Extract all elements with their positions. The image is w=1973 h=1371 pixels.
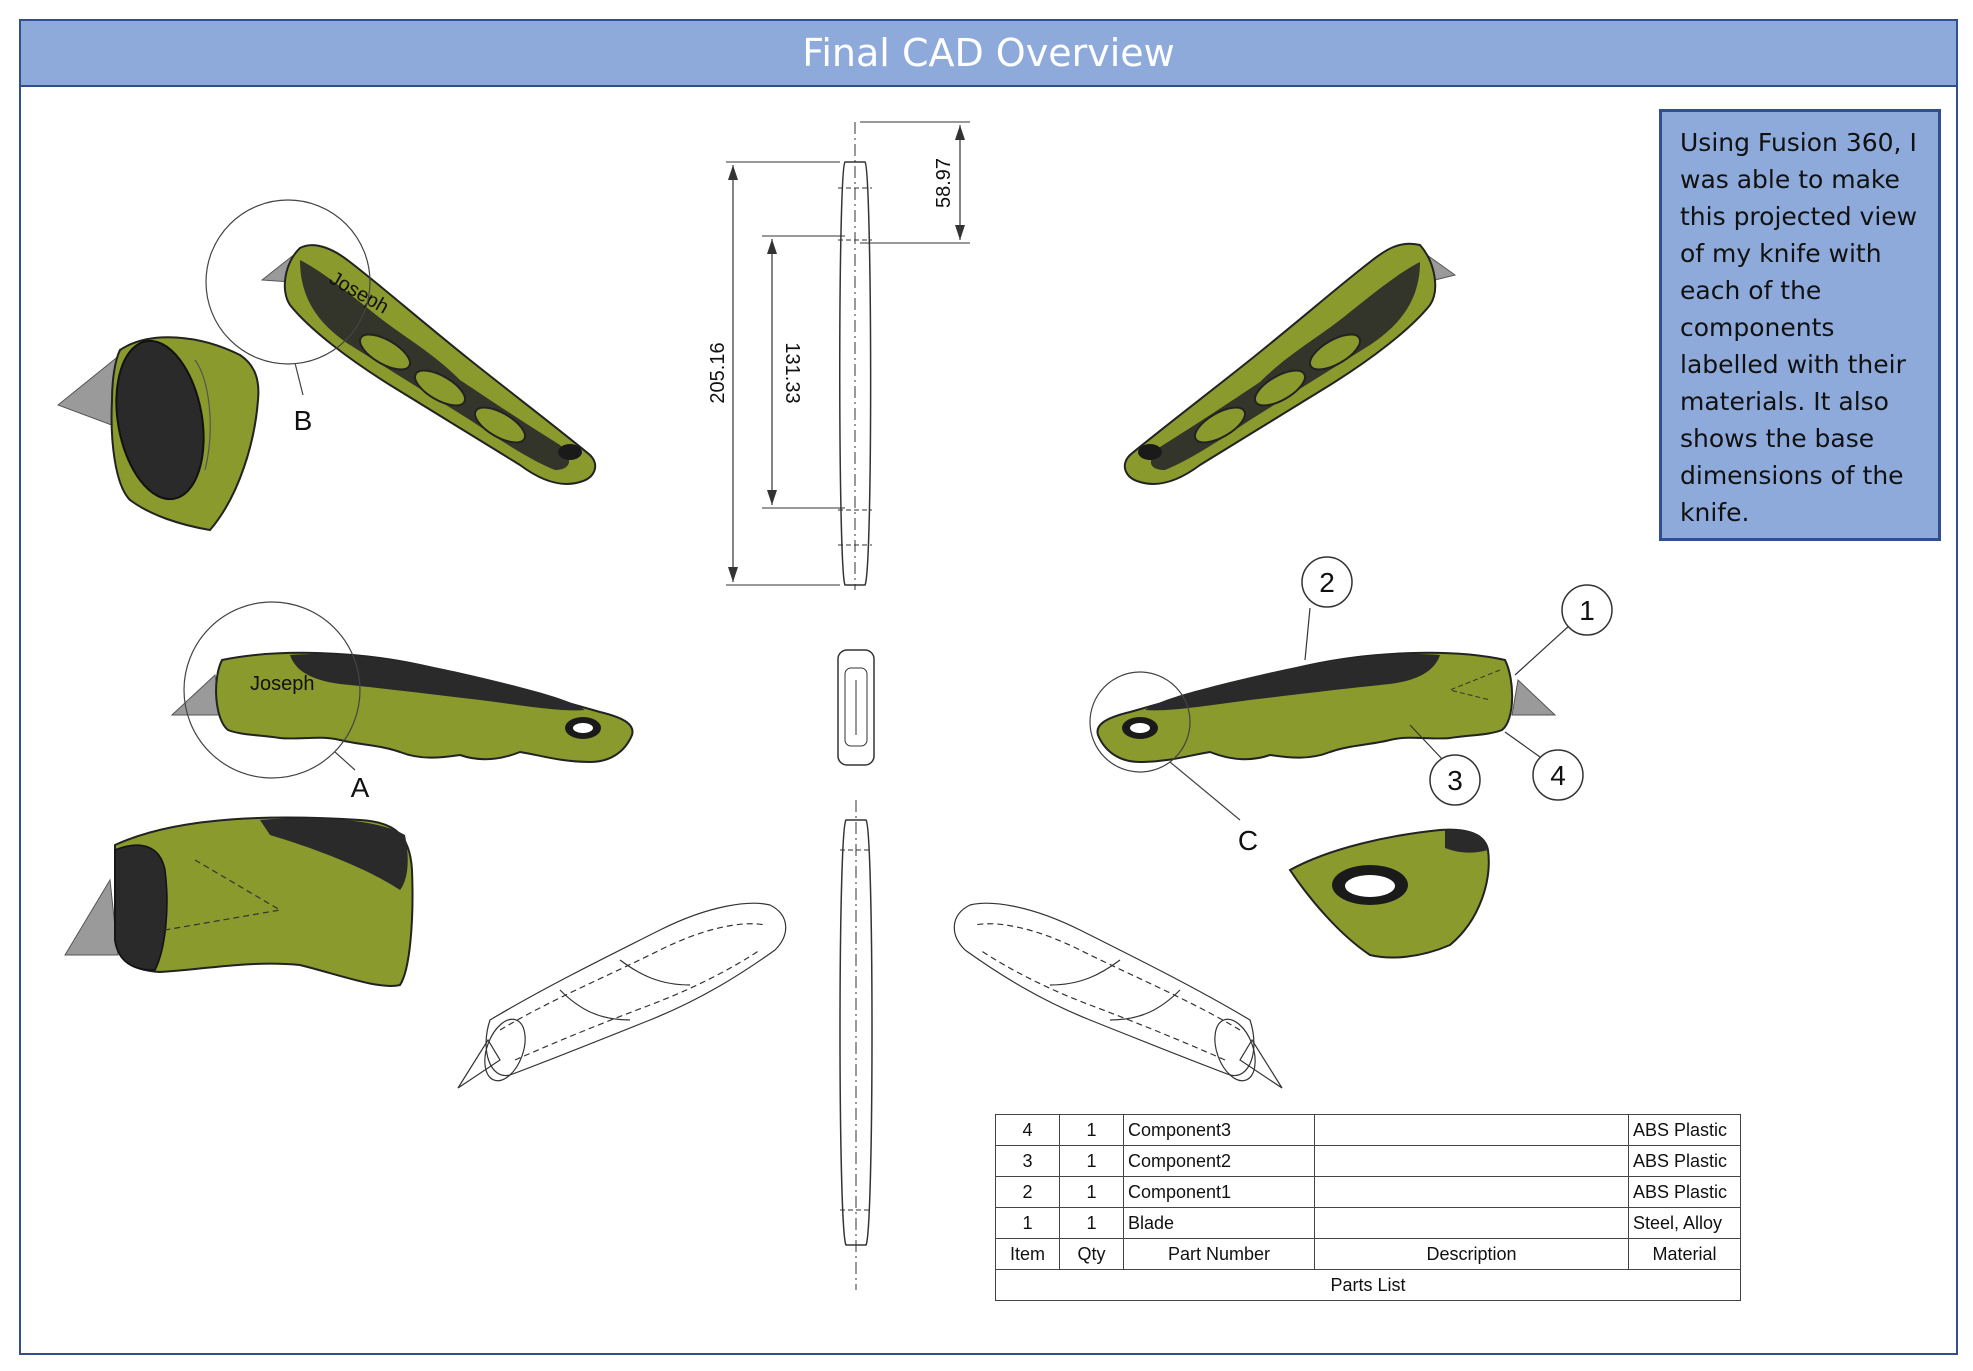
balloon-2-label: 2 bbox=[1319, 567, 1335, 598]
info-box: Using Fusion 360, I was able to make thi… bbox=[1659, 109, 1941, 541]
title-bar: Final CAD Overview bbox=[19, 19, 1958, 87]
detail-c-view bbox=[1288, 828, 1490, 959]
cell-material: ABS Plastic bbox=[1628, 1145, 1741, 1177]
cell-qty: 1 bbox=[1059, 1207, 1124, 1239]
dim-top-length: 58.97 bbox=[933, 158, 955, 208]
detail-marker-c: C bbox=[1089, 671, 1258, 856]
balloon-1: 1 bbox=[1514, 584, 1613, 676]
dim-middle-length: 131.33 bbox=[781, 342, 803, 403]
parts-list-table: 4 1 Component3 ABS Plastic 3 1 Component… bbox=[995, 1114, 1741, 1301]
knife-view-mid-right bbox=[1096, 651, 1557, 764]
cell-material: ABS Plastic bbox=[1628, 1114, 1741, 1146]
dim-overall-length: 205.16 bbox=[707, 342, 729, 403]
cell-qty: 1 bbox=[1059, 1176, 1124, 1208]
balloon-2: 2 bbox=[1301, 556, 1353, 661]
cell-qty: 1 bbox=[1059, 1145, 1124, 1177]
detail-a-view bbox=[64, 816, 414, 987]
wireframe-view-right bbox=[953, 902, 1283, 1089]
cell-part-number: Component2 bbox=[1123, 1145, 1315, 1177]
knife-view-mid-left: Joseph bbox=[170, 651, 634, 764]
cell-item: 4 bbox=[995, 1114, 1060, 1146]
cell-item: 2 bbox=[995, 1176, 1060, 1208]
knife-view-top-left: Joseph bbox=[260, 244, 597, 486]
cell-item: 1 bbox=[995, 1207, 1060, 1239]
cell-part-number: Component1 bbox=[1123, 1176, 1315, 1208]
header-item: Item bbox=[995, 1238, 1060, 1270]
table-row: 1 1 Blade Steel, Alloy bbox=[995, 1207, 1741, 1239]
cell-description bbox=[1314, 1145, 1629, 1177]
header-part-number: Part Number bbox=[1123, 1238, 1315, 1270]
parts-list-title: Parts List bbox=[995, 1269, 1741, 1301]
table-row: 3 1 Component2 ABS Plastic bbox=[995, 1145, 1741, 1177]
table-title-row: Parts List bbox=[995, 1269, 1741, 1301]
header-material: Material bbox=[1628, 1238, 1741, 1270]
front-view: 205.16 131.33 58.97 bbox=[707, 121, 970, 590]
wireframe-view-left bbox=[457, 902, 787, 1089]
table-header-row: Item Qty Part Number Description Materia… bbox=[995, 1238, 1741, 1270]
cell-description bbox=[1314, 1207, 1629, 1239]
end-view bbox=[837, 649, 875, 766]
table-row: 2 1 Component1 ABS Plastic bbox=[995, 1176, 1741, 1208]
table-row: 4 1 Component3 ABS Plastic bbox=[995, 1114, 1741, 1146]
balloon-4-label: 4 bbox=[1550, 760, 1566, 791]
side-view bbox=[839, 800, 873, 1290]
cell-qty: 1 bbox=[1059, 1114, 1124, 1146]
brand-logo-side: Joseph bbox=[250, 673, 315, 695]
info-text: Using Fusion 360, I was able to make thi… bbox=[1680, 128, 1918, 527]
balloon-1-label: 1 bbox=[1579, 595, 1595, 626]
balloon-3-label: 3 bbox=[1447, 765, 1463, 796]
balloon-4: 4 bbox=[1504, 731, 1584, 801]
cell-part-number: Blade bbox=[1123, 1207, 1315, 1239]
detail-marker-a: A bbox=[183, 601, 370, 803]
detail-label-a: A bbox=[351, 772, 370, 803]
page-title: Final CAD Overview bbox=[802, 31, 1175, 75]
detail-label-b: B bbox=[294, 405, 313, 436]
detail-marker-b: B bbox=[205, 199, 371, 436]
knife-view-top-right bbox=[1123, 242, 1457, 486]
cell-material: Steel, Alloy bbox=[1628, 1207, 1741, 1239]
cell-material: ABS Plastic bbox=[1628, 1176, 1741, 1208]
cell-description bbox=[1314, 1114, 1629, 1146]
balloon-3: 3 bbox=[1409, 724, 1481, 806]
detail-label-c: C bbox=[1238, 825, 1258, 856]
cell-item: 3 bbox=[995, 1145, 1060, 1177]
header-description: Description bbox=[1314, 1238, 1629, 1270]
cell-description bbox=[1314, 1176, 1629, 1208]
header-qty: Qty bbox=[1059, 1238, 1124, 1270]
detail-b-view bbox=[57, 336, 260, 532]
cell-part-number: Component3 bbox=[1123, 1114, 1315, 1146]
